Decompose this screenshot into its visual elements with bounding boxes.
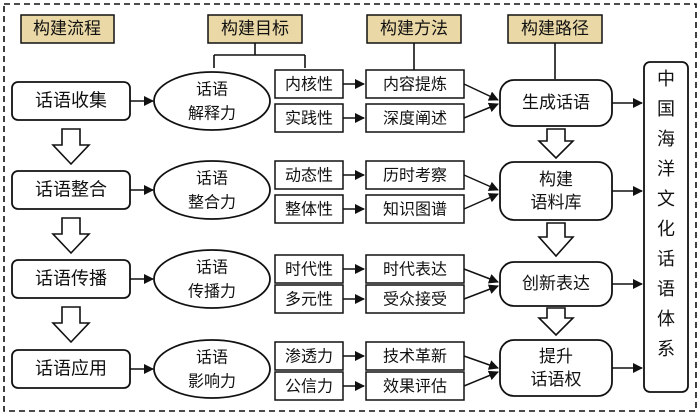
goal-2: 话语 整合力	[153, 160, 271, 220]
method-1a: 内容提炼	[383, 75, 447, 94]
header-path: 构建路径	[507, 14, 603, 44]
process-step-2: 话语整合	[11, 170, 131, 210]
process-step-3-label: 话语传播	[35, 269, 107, 290]
process-step-1: 话语收集	[11, 81, 131, 121]
header-goal: 构建目标	[207, 14, 303, 44]
header-path-label: 构建路径	[521, 19, 589, 39]
property-4a: 渗透力	[285, 347, 333, 366]
path-3-label: 创新表达	[522, 274, 590, 294]
process-step-2-label: 话语整合	[35, 180, 107, 201]
property-2b: 整体性	[285, 200, 333, 219]
process-step-3: 话语传播	[11, 259, 131, 299]
process-step-1-label: 话语收集	[35, 91, 107, 112]
method-1b: 深度阐述	[383, 109, 447, 128]
goal-3-line-2: 传播力	[188, 282, 236, 301]
method-group-2: 历时考察 知识图谱	[365, 160, 465, 224]
property-group-4: 渗透力 公信力	[274, 341, 344, 401]
process-down-arrow-2	[51, 217, 91, 255]
header-method: 构建方法	[366, 14, 462, 44]
header-method-label: 构建方法	[380, 19, 448, 39]
path-4: 提升 话语权	[499, 339, 613, 397]
path-down-arrow-2	[537, 222, 575, 258]
method-4a: 技术革新	[383, 347, 447, 366]
method-3b: 受众接受	[383, 290, 447, 309]
property-1b: 实践性	[285, 109, 333, 128]
method-4b: 效果评估	[383, 377, 447, 396]
header-process: 构建流程	[20, 14, 115, 44]
method-to-path-arrows	[463, 83, 499, 387]
path-down-arrow-1	[537, 128, 575, 160]
method-2b: 知识图谱	[383, 200, 447, 219]
path-2-line-2: 语料库	[531, 193, 582, 213]
property-2a: 动态性	[285, 166, 333, 185]
property-group-2: 动态性 整体性	[274, 160, 344, 224]
path-to-system-arrows	[612, 98, 643, 373]
process-step-4-label: 话语应用	[35, 359, 107, 380]
header-process-label: 构建流程	[33, 19, 101, 39]
goal-1-line-2: 解释力	[188, 104, 236, 123]
goal-3: 话语 传播力	[153, 249, 271, 309]
path-3: 创新表达	[499, 261, 613, 307]
goal-2-line-2: 整合力	[188, 193, 236, 212]
process-down-arrow-1	[51, 128, 91, 166]
method-group-1: 内容提炼 深度阐述	[365, 69, 465, 133]
system-vertical-label: 中国海洋文化话语体系	[657, 69, 675, 360]
system-box: 中国海洋文化话语体系	[643, 61, 689, 393]
property-1a: 内核性	[285, 75, 333, 94]
method-group-4: 技术革新 效果评估	[365, 341, 465, 401]
path-2-line-1: 构建	[539, 170, 573, 190]
goal-2-line-1: 话语	[196, 169, 228, 188]
property-3b: 多元性	[285, 290, 333, 309]
method-group-3: 时代表达 受众接受	[365, 254, 465, 314]
process-down-arrow-3	[51, 306, 91, 344]
path-4-line-1: 提升	[539, 347, 573, 367]
goal-1: 话语 解释力	[153, 71, 271, 131]
header-goal-label: 构建目标	[221, 19, 289, 39]
path-down-arrow-3	[537, 307, 575, 337]
goal-3-line-1: 话语	[196, 258, 228, 277]
outer-dashed-frame	[3, 3, 697, 412]
goal-1-line-1: 话语	[196, 80, 228, 99]
path-1: 生成话语	[499, 79, 613, 127]
property-4b: 公信力	[285, 377, 333, 396]
property-group-3: 时代性 多元性	[274, 254, 344, 314]
property-to-method-arrows	[343, 79, 365, 391]
method-3a: 时代表达	[383, 260, 447, 279]
process-step-4: 话语应用	[11, 349, 131, 389]
goal-4-line-1: 话语	[196, 348, 228, 367]
path-1-label: 生成话语	[522, 93, 590, 113]
goal-header-bracket	[213, 43, 306, 68]
property-group-1: 内核性 实践性	[274, 69, 344, 133]
property-3a: 时代性	[285, 260, 333, 279]
method-2a: 历时考察	[383, 166, 447, 185]
path-4-line-2: 话语权	[531, 370, 582, 390]
goal-4: 话语 影响力	[153, 339, 271, 399]
path-2: 构建 语料库	[499, 161, 613, 221]
goal-4-line-2: 影响力	[188, 372, 236, 391]
